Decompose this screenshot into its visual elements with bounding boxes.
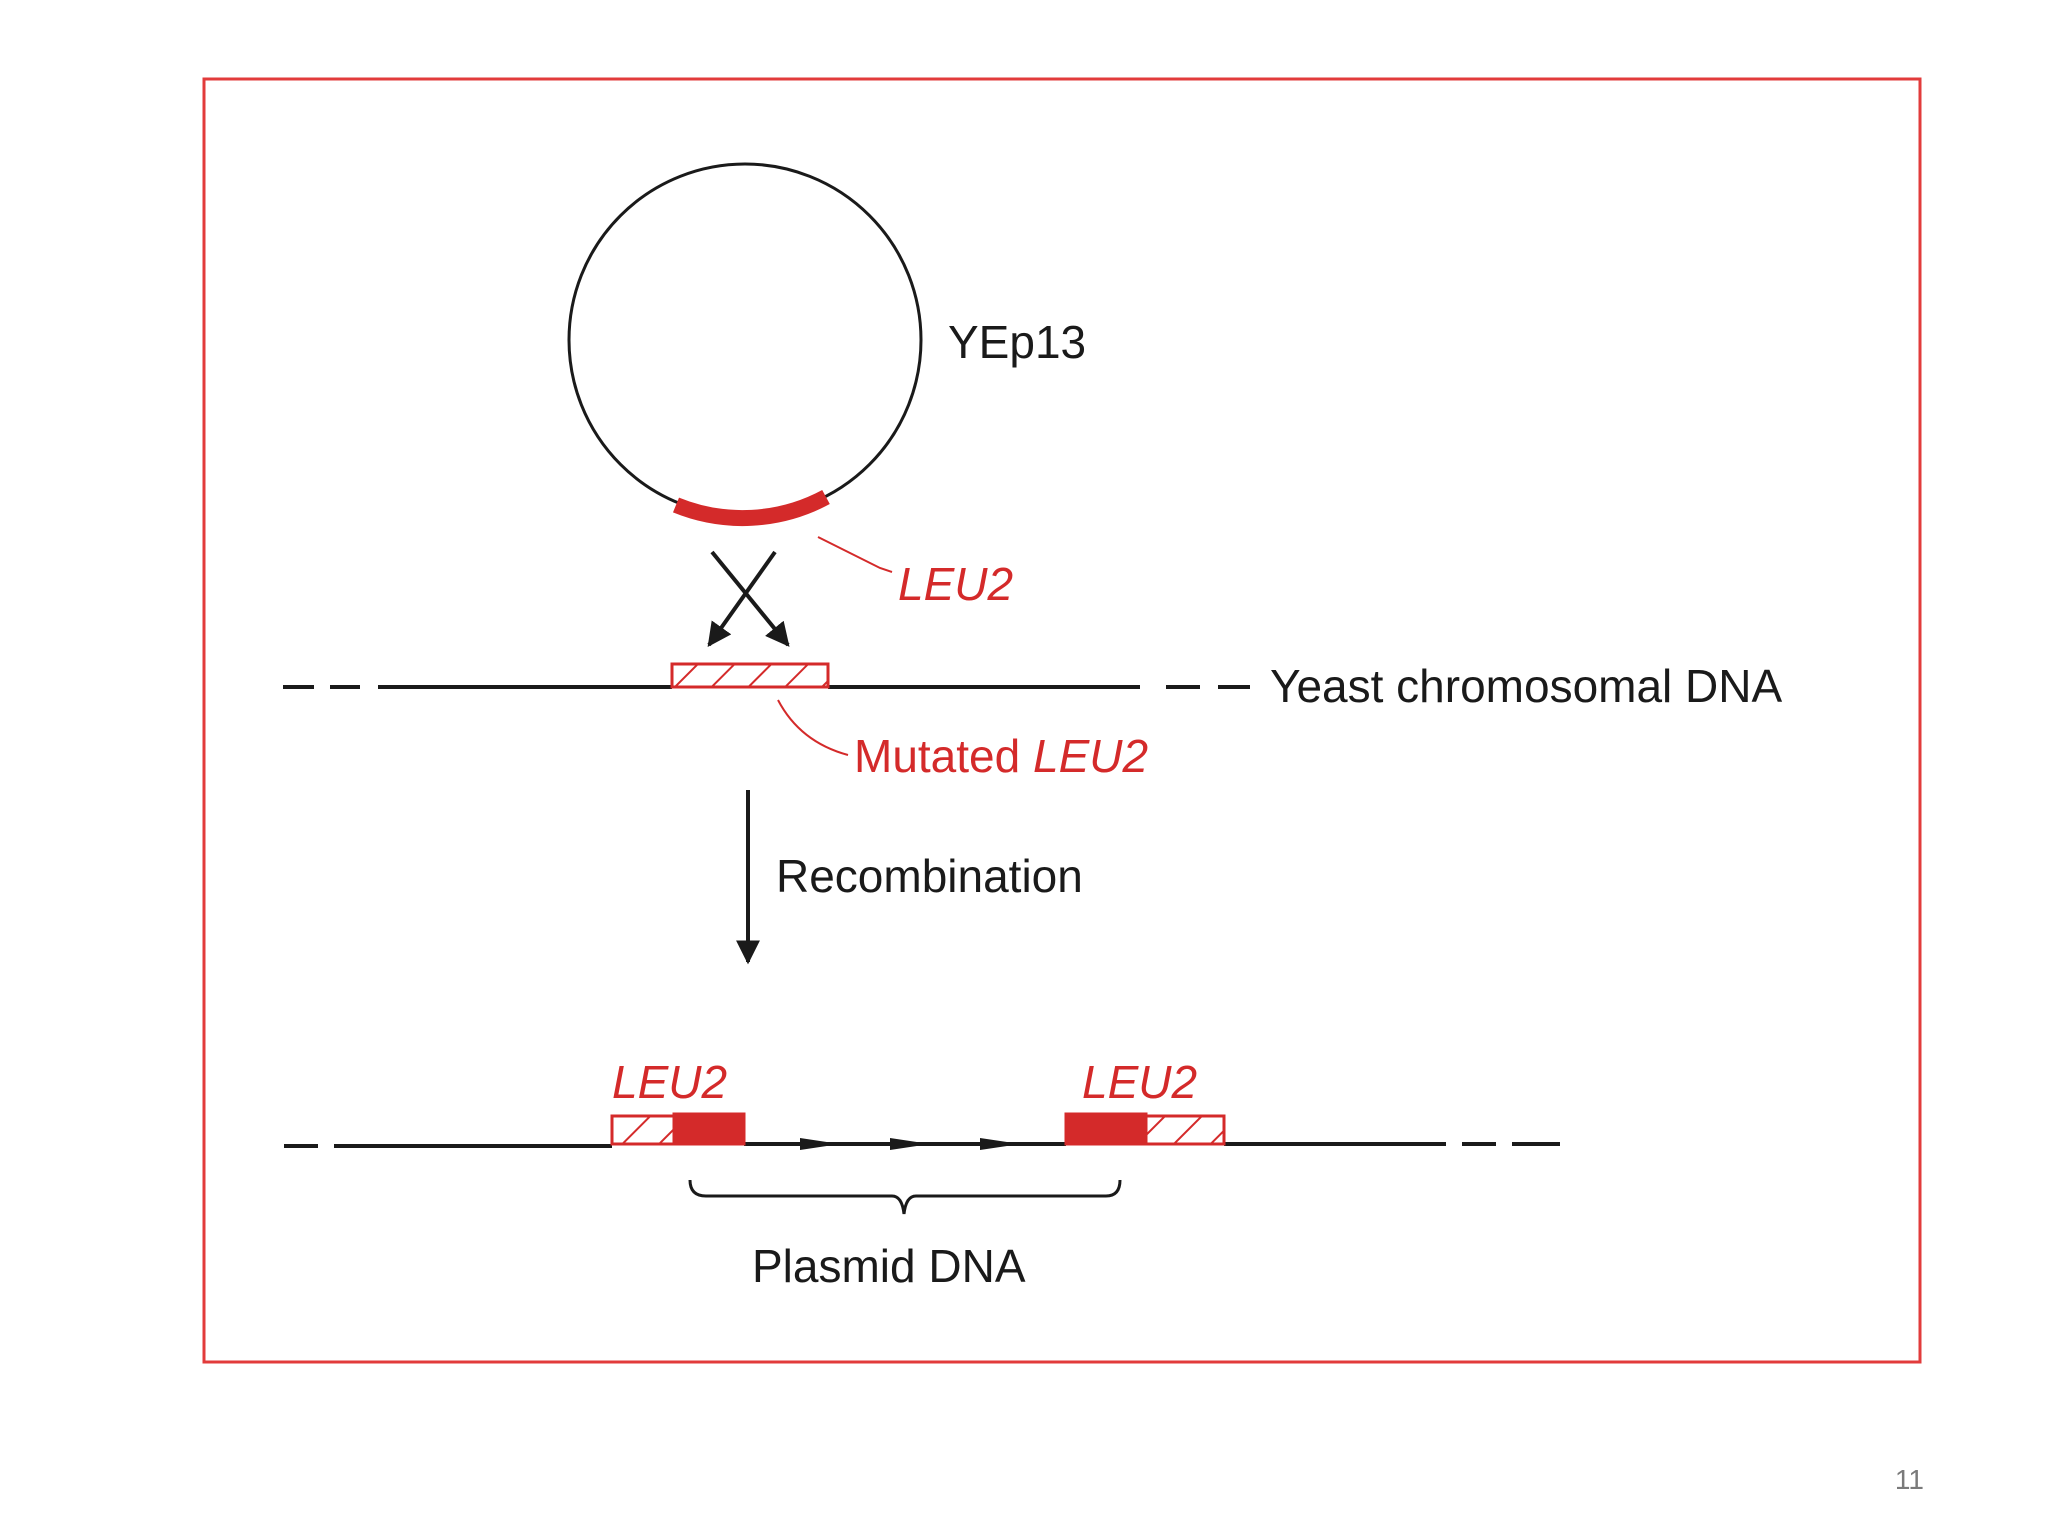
plasmid-brace bbox=[688, 1179, 1122, 1215]
right-copy-label: LEU2 bbox=[1082, 1056, 1197, 1108]
left-copy-solid bbox=[672, 1112, 746, 1146]
plasmid-circle bbox=[567, 162, 923, 518]
direction-arrow-3 bbox=[980, 1138, 1020, 1150]
direction-arrows bbox=[800, 1138, 1020, 1150]
direction-arrow-2 bbox=[890, 1138, 930, 1150]
mutated-gene: LEU2 bbox=[1033, 730, 1148, 782]
mutated-prefix: Mutated bbox=[854, 730, 1033, 782]
mutated-leu2-label: Mutated LEU2 bbox=[854, 730, 1148, 782]
page-number: 11 bbox=[1894, 1464, 1924, 1495]
chromosome-label: Yeast chromosomal DNA bbox=[1270, 660, 1782, 712]
plasmid-dna-label: Plasmid DNA bbox=[752, 1240, 1026, 1292]
plasmid-leu2-label: LEU2 bbox=[898, 558, 1013, 610]
mutated-leader-line bbox=[777, 699, 849, 756]
plasmid-label: YEp13 bbox=[948, 316, 1086, 368]
crossover-arrow-left bbox=[707, 550, 777, 647]
right-copy-solid bbox=[1064, 1112, 1148, 1146]
left-copy-hatched bbox=[610, 1114, 676, 1146]
plasmid-leu2-segment bbox=[672, 489, 830, 527]
mutated-leu2-box bbox=[670, 662, 830, 689]
recombination-label: Recombination bbox=[776, 850, 1083, 902]
crossover-arrow-right bbox=[710, 550, 790, 647]
leu2-leader-line bbox=[817, 536, 893, 573]
figure-frame bbox=[202, 77, 1922, 1364]
left-copy-label: LEU2 bbox=[612, 1056, 727, 1108]
direction-arrow-1 bbox=[800, 1138, 840, 1150]
right-copy-hatched bbox=[1144, 1114, 1226, 1146]
